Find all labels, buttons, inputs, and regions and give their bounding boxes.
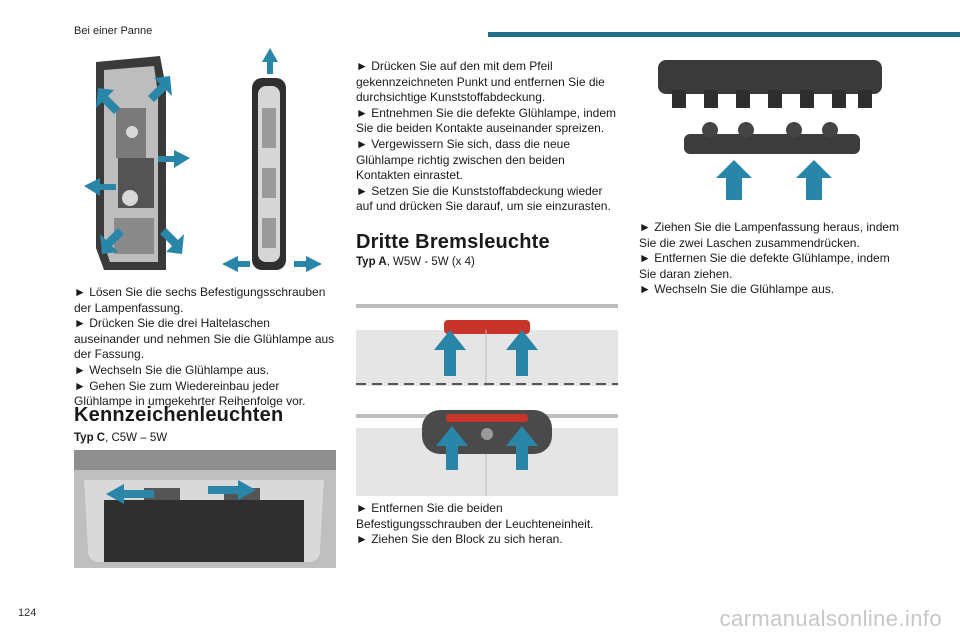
step-text: ► Wechseln Sie die Glühlampe aus. xyxy=(74,362,270,377)
subtitle-type-c: Typ C, C5W – 5W xyxy=(74,432,167,444)
bulb-holder-illustration xyxy=(650,50,890,206)
license-plate-lamp-illustration xyxy=(74,450,336,568)
column-2-steps-top: ► Drücken Sie auf den mit dem Pfeil geke… xyxy=(356,59,618,215)
step-text: ► Ziehen Sie die Lampenfassung heraus, i… xyxy=(639,220,900,250)
subtitle-type-label: Typ A xyxy=(356,256,387,268)
brake-light-illustration xyxy=(356,300,618,496)
column-1-steps: ► Lösen Sie die sechs Befestigungsschrau… xyxy=(74,285,336,410)
heading-kennzeichenleuchten: Kennzeichenleuchten xyxy=(74,404,284,426)
step-text: ► Setzen Sie die Kunststoffabdeckung wie… xyxy=(356,183,611,214)
step-text: ► Wechseln Sie die Glühlampe aus. xyxy=(639,282,835,297)
step-text: ► Gehen Sie zum Wiedereinbau jeder Glühl… xyxy=(74,378,306,409)
step-text: ► Vergewissern Sie sich, dass die neue G… xyxy=(356,136,570,183)
step-text: ► Entfernen Sie die defekte Glühlampe, i… xyxy=(639,251,890,281)
subtitle-type-label: Typ C xyxy=(74,432,106,444)
step-text: ► Entfernen Sie die beiden Befestigungss… xyxy=(356,501,594,531)
heading-dritte-bremsleuchte: Dritte Bremsleuchte xyxy=(356,231,550,253)
tail-lamp-illustration xyxy=(74,48,336,276)
subtitle-type-spec: , C5W – 5W xyxy=(105,432,168,444)
header-accent-bar xyxy=(488,32,960,37)
section-title: Bei einer Panne xyxy=(74,25,153,37)
step-text: ► Entnehmen Sie die defekte Glühlampe, i… xyxy=(356,105,617,136)
watermark: carmanualsonline.info xyxy=(719,606,942,631)
step-text: ► Drücken Sie auf den mit dem Pfeil geke… xyxy=(356,59,605,105)
step-text: ► Lösen Sie die sechs Befestigungsschrau… xyxy=(74,285,326,315)
subtitle-type-a: Typ A, W5W - 5W (x 4) xyxy=(356,256,475,268)
step-text: ► Drücken Sie die drei Haltelaschen ause… xyxy=(74,316,335,362)
step-text: ► Ziehen Sie den Block zu sich heran. xyxy=(356,532,563,547)
page-number: 124 xyxy=(18,607,37,619)
subtitle-type-spec: , W5W - 5W (x 4) xyxy=(386,256,475,268)
column-3-steps: ► Ziehen Sie die Lampenfassung heraus, i… xyxy=(639,220,901,298)
column-2-steps-bottom: ► Entfernen Sie die beiden Befestigungss… xyxy=(356,501,618,548)
